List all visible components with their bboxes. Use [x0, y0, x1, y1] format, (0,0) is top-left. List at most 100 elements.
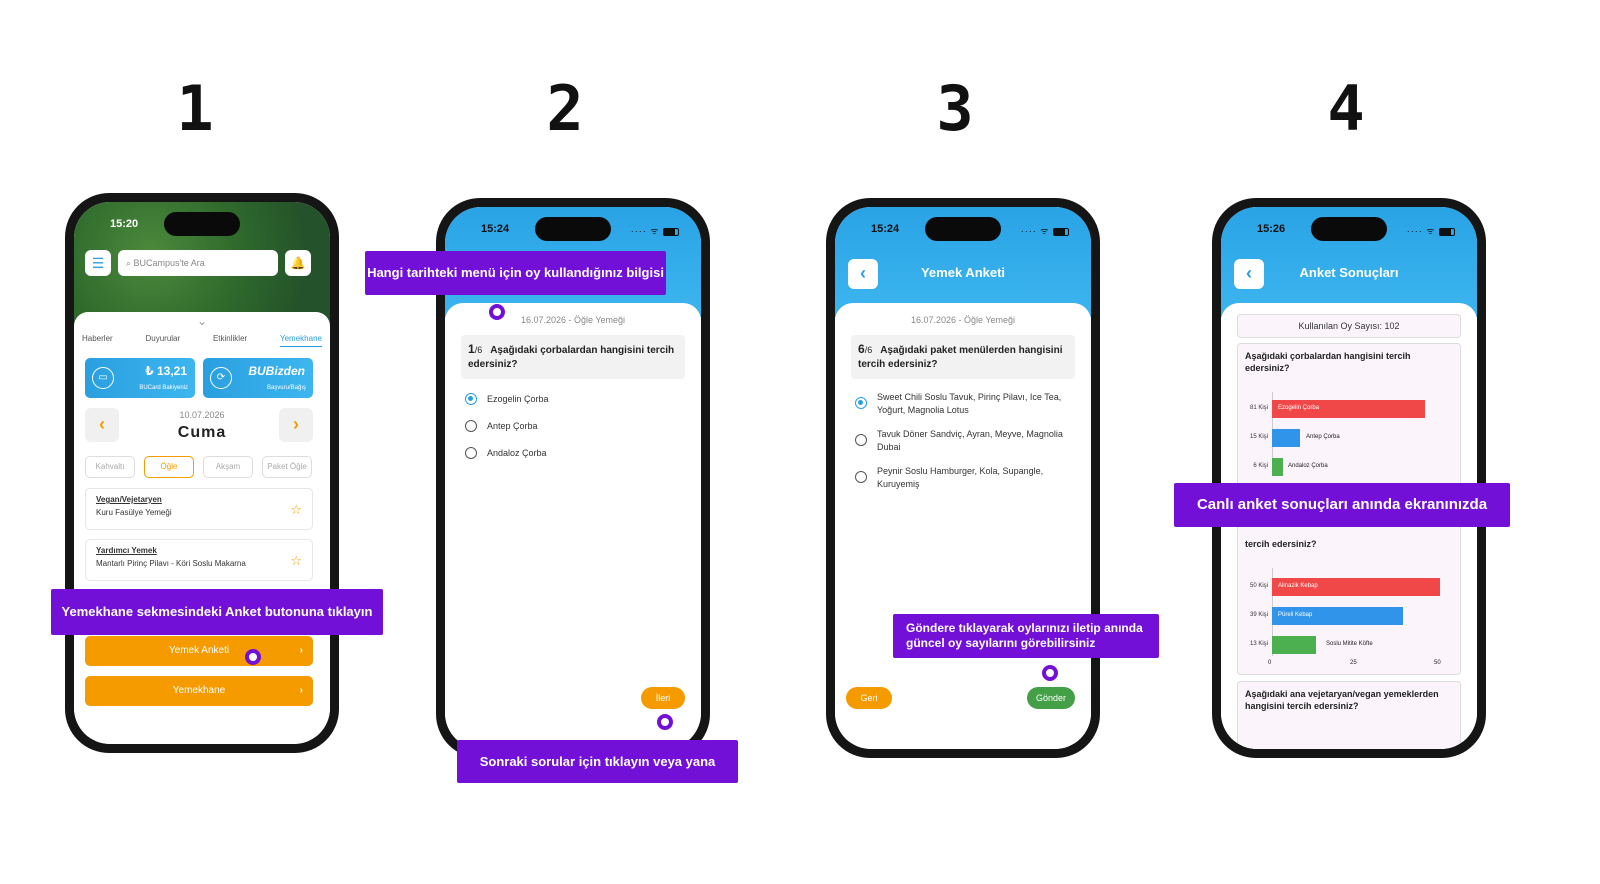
bar-row: 15 Kişi Antep Çorba	[1244, 429, 1450, 447]
step-number-2: 2	[546, 72, 584, 145]
menu-day: Cuma	[177, 424, 227, 441]
hamburger-menu-icon[interactable]: ☰	[85, 250, 111, 276]
survey-button[interactable]: Yemek Anketi ›	[85, 636, 313, 666]
question-text: Aşağıdaki paket menülerden hangisini ter…	[858, 345, 1063, 370]
bar	[1272, 458, 1283, 476]
star-icon[interactable]: ☆	[290, 553, 302, 568]
option-label: Antep Çorba	[487, 421, 538, 431]
result-chart-3: Aşağıdaki ana vejetaryan/vegan yemeklerd…	[1237, 681, 1461, 749]
axis-tick: 25	[1350, 660, 1357, 666]
back-arrow-icon[interactable]: ‹	[848, 259, 878, 289]
tab-yemekhane[interactable]: Yemekhane	[280, 334, 322, 347]
bar-label: 6 Kişi	[1253, 463, 1268, 469]
bar-name: Ezogelin Çorba	[1278, 405, 1320, 411]
bar-label: 81 Kişi	[1249, 405, 1268, 411]
prev-day-button[interactable]: ‹	[85, 408, 119, 442]
option-radio[interactable]: Andaloz Çorba	[465, 447, 683, 460]
survey-date: 16.07.2026 - Öğle Yemeği	[520, 315, 626, 325]
dynamic-island	[164, 212, 240, 236]
search-input[interactable]: ⌕ BUCampus'te Ara	[118, 250, 278, 276]
survey-date: 16.07.2026 - Öğle Yemeği	[910, 315, 1016, 325]
meal-tab-kahvalti[interactable]: Kahvaltı	[85, 456, 135, 478]
cafeteria-button-label: Yemekhane	[172, 685, 226, 696]
bar-label: 13 Kişi	[1249, 641, 1268, 647]
meal-tab-aksam[interactable]: Akşam	[203, 456, 253, 478]
card-icon: ▭	[92, 367, 114, 389]
tab-bar: Haberler Duyurular Etkinlikler Yemekhane	[82, 334, 322, 347]
option-label: Sweet Chili Soslu Tavuk, Pirinç Pilavı, …	[877, 392, 1062, 415]
next-day-button[interactable]: ›	[279, 408, 313, 442]
option-label: Andaloz Çorba	[487, 448, 547, 458]
bar-row: 39 Kişi Püreli Kebap	[1244, 607, 1450, 625]
tab-haberler[interactable]: Haberler	[82, 334, 113, 343]
radio-icon	[465, 420, 477, 432]
phone-3-screen: 15:24 ···· ᯤ ‹ Yemek Anketi 16.07.2026 -…	[835, 207, 1091, 749]
status-icons: ···· ᯤ	[1407, 224, 1455, 237]
tap-indicator	[245, 649, 261, 665]
search-placeholder: BUCampus'te Ara	[133, 258, 205, 268]
bar-row: 81 Kişi Ezogelin Çorba	[1244, 400, 1450, 418]
tap-indicator	[489, 304, 505, 320]
back-arrow-icon[interactable]: ‹	[1234, 259, 1264, 289]
result-question: tercih edersiniz?	[1245, 539, 1317, 549]
menu-date: 10.07.2026	[179, 410, 225, 420]
callout-step-3: Göndere tıklayarak oylarınızı iletip anı…	[893, 614, 1159, 658]
search-icon: ⌕	[126, 258, 134, 268]
back-button[interactable]: Geri	[846, 687, 892, 709]
meal-tab-ogle[interactable]: Öğle	[144, 456, 194, 478]
step-number-3: 3	[936, 72, 974, 145]
next-button[interactable]: İleri	[641, 687, 685, 709]
callout-step-4: Canlı anket sonuçları anında ekranınızda	[1174, 483, 1510, 527]
phone-2-screen: 15:24 ···· ᯤ 16.07.2026 - Öğle Yemeği 1/…	[445, 207, 701, 749]
tab-duyurular[interactable]: Duyurular	[145, 334, 181, 343]
battery-icon	[1439, 227, 1455, 236]
content-panel: ⌄ Haberler Duyurular Etkinlikler Yemekha…	[74, 312, 330, 744]
option-label: Peynir Soslu Hamburger, Kola, Supangle, …	[877, 466, 1044, 489]
status-icons: ···· ᯤ	[1021, 224, 1069, 237]
bar	[1272, 636, 1316, 654]
balance-value: ₺ 13,21	[145, 364, 187, 378]
bucard-balance-card[interactable]: ▭ ₺ 13,21 BUCard Bakiyeniz	[85, 358, 195, 398]
battery-icon	[1053, 227, 1069, 236]
axis-tick: 0	[1268, 660, 1272, 666]
tab-etkinlikler[interactable]: Etkinlikler	[212, 334, 248, 343]
step-number-1: 1	[176, 72, 214, 145]
bubizden-card[interactable]: ⟳ BUBizden Başvuru/Bağış	[203, 358, 313, 398]
status-time: 15:24	[871, 223, 900, 235]
option-radio[interactable]: Sweet Chili Soslu Tavuk, Pirinç Pilavı, …	[855, 391, 1073, 417]
send-button[interactable]: Gönder	[1027, 687, 1075, 709]
result-chart-1: Aşağıdaki çorbalardan hangisini tercih e…	[1237, 343, 1461, 503]
page-title: Anket Sonuçları	[1299, 265, 1399, 280]
bar-label: 15 Kişi	[1249, 434, 1268, 440]
option-label: Ezogelin Çorba	[487, 394, 549, 404]
phone-1-screen: 15:20 ☰ ⌕ BUCampus'te Ara 🔔 ⌄ Haberler D…	[74, 202, 330, 744]
bar-row: 50 Kişi Alinazik Kebap	[1244, 578, 1450, 596]
page-title: Yemek Anketi	[920, 265, 1006, 280]
option-radio[interactable]: Tavuk Döner Sandviç, Ayran, Meyve, Magno…	[855, 428, 1073, 454]
bar-row: 6 Kişi Andaloz Çorba	[1244, 458, 1450, 476]
bubizden-sub: Başvuru/Bağış	[266, 385, 306, 391]
status-time: 15:24	[481, 223, 510, 235]
question-number: 1	[468, 342, 475, 356]
bar	[1272, 578, 1440, 596]
option-radio[interactable]: Antep Çorba	[465, 420, 683, 433]
status-icons: ···· ᯤ	[631, 224, 679, 237]
result-question: Aşağıdaki çorbalardan hangisini tercih e…	[1245, 351, 1411, 373]
cafeteria-button[interactable]: Yemekhane ›	[85, 676, 313, 706]
bell-icon[interactable]: 🔔	[285, 250, 311, 276]
vote-count: Kullanılan Oy Sayısı: 102	[1237, 314, 1461, 338]
option-label: Tavuk Döner Sandviç, Ayran, Meyve, Magno…	[877, 429, 1063, 452]
bar	[1272, 400, 1425, 418]
star-icon[interactable]: ☆	[290, 502, 302, 517]
donation-icon: ⟳	[210, 367, 232, 389]
bar-name: Alinazik Kebap	[1278, 583, 1318, 589]
chevron-down-icon[interactable]: ⌄	[196, 314, 208, 328]
dish-name: Mantarlı Pirinç Pilavı - Köri Soslu Maka…	[96, 559, 246, 568]
phone-3: 15:24 ···· ᯤ ‹ Yemek Anketi 16.07.2026 -…	[826, 198, 1100, 758]
option-radio[interactable]: Peynir Soslu Hamburger, Kola, Supangle, …	[855, 465, 1073, 491]
radio-selected-icon	[855, 397, 867, 409]
bar-label: 39 Kişi	[1249, 612, 1268, 618]
meal-tab-paket-ogle[interactable]: Paket Öğle	[262, 456, 312, 478]
option-radio[interactable]: Ezogelin Çorba	[465, 393, 683, 406]
